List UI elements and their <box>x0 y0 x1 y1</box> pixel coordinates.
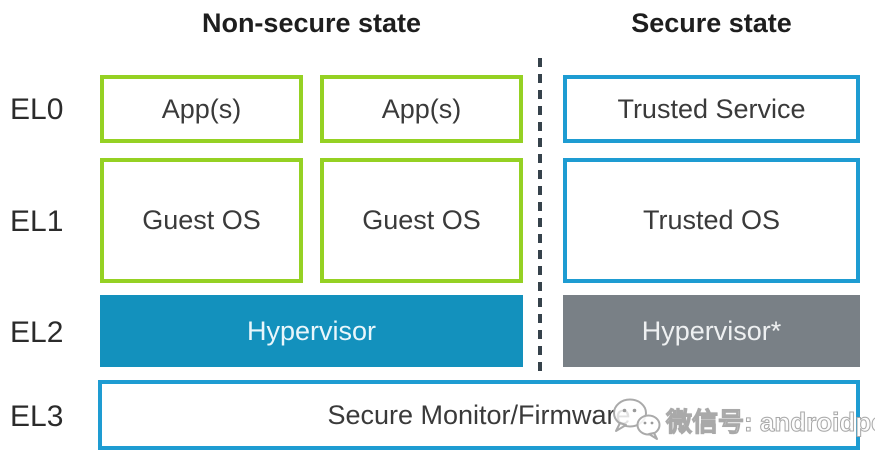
el0-label: EL0 <box>10 93 64 126</box>
non-secure-state-header: Non-secure state <box>201 8 422 38</box>
hypervisor-secure-box: Hypervisor* <box>563 295 860 367</box>
guest-os-box-2: Guest OS <box>320 158 523 283</box>
state-divider-dashed-line <box>538 58 542 372</box>
hypervisor-non-secure-box: Hypervisor <box>100 295 523 367</box>
app-box-1: App(s) <box>100 75 303 143</box>
trusted-service-box: Trusted Service <box>563 75 860 143</box>
secure-monitor-firmware-box: Secure Monitor/Firmware <box>98 380 860 450</box>
el1-label: EL1 <box>10 205 64 238</box>
el2-label: EL2 <box>10 316 64 349</box>
secure-state-header: Secure state <box>631 8 792 38</box>
guest-os-box-1: Guest OS <box>100 158 303 283</box>
el3-label: EL3 <box>10 400 64 433</box>
trusted-os-box: Trusted OS <box>563 158 860 283</box>
app-box-2: App(s) <box>320 75 523 143</box>
